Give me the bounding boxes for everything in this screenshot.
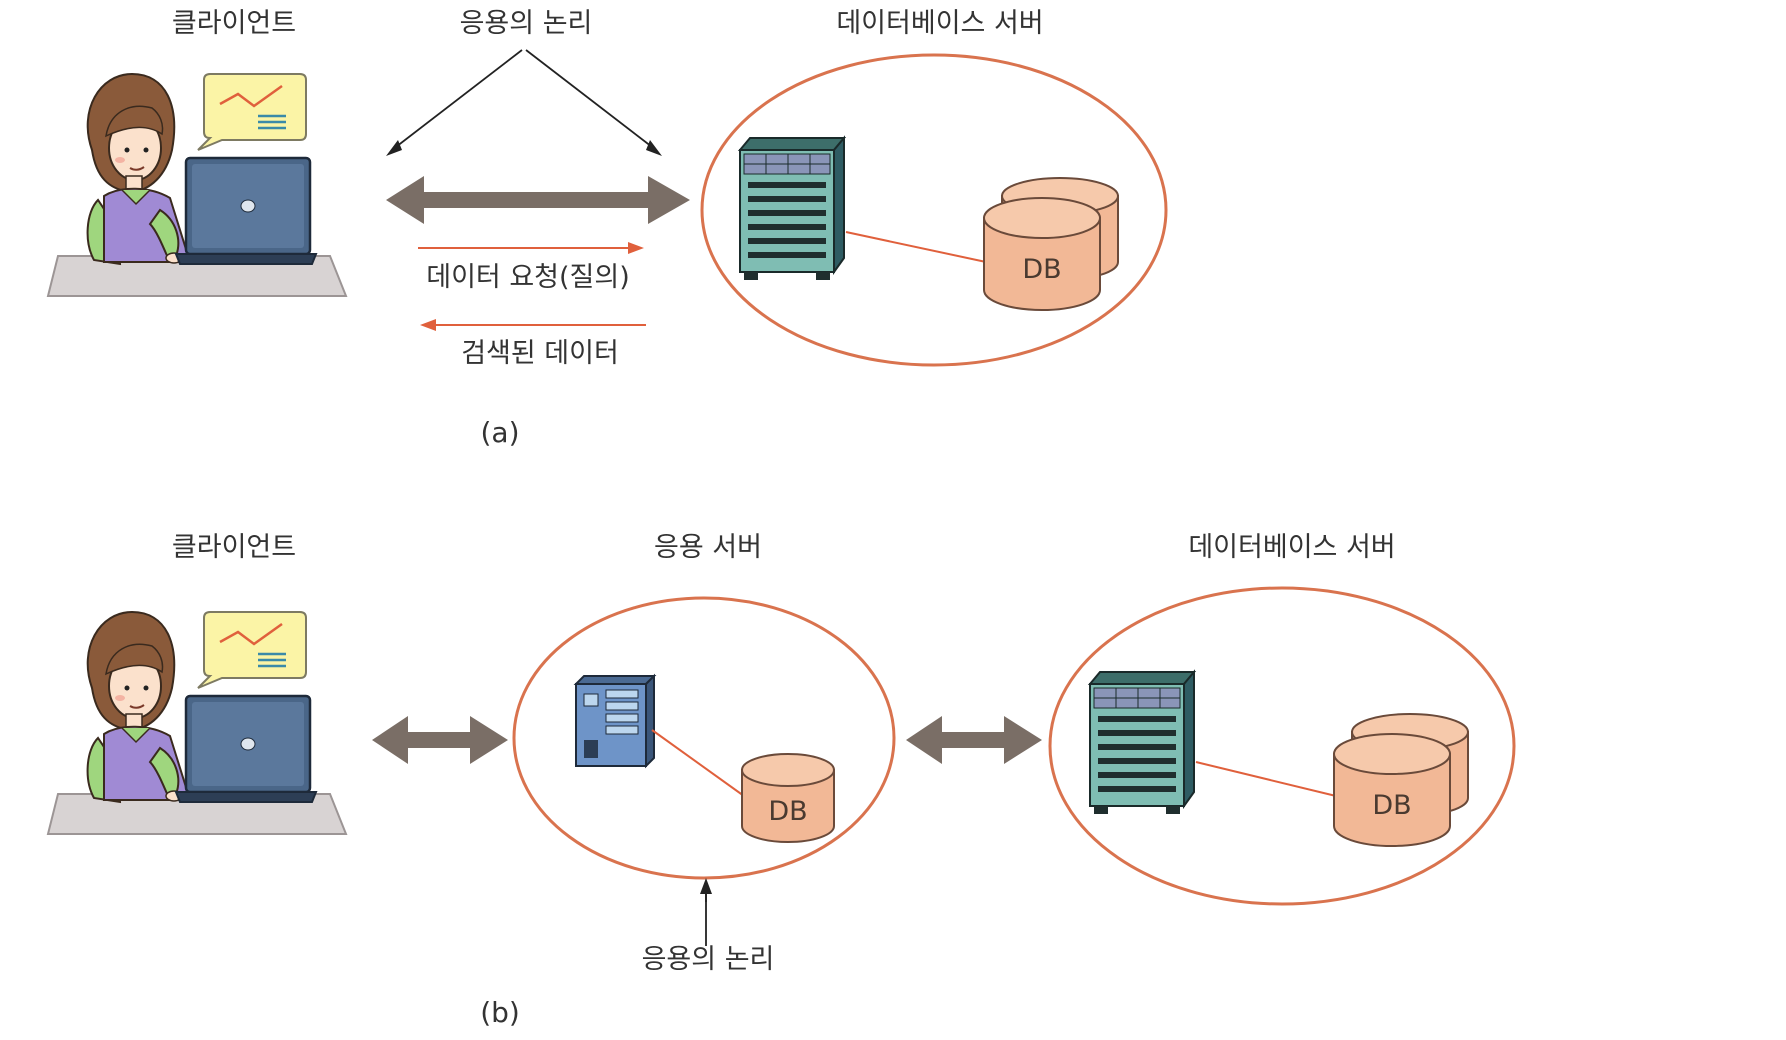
app-server-label: 응용 서버 (654, 532, 762, 563)
client-label-a: 클라이언트 (172, 8, 296, 39)
tower-server-icon (575, 675, 655, 767)
result-arrow-head (420, 319, 436, 331)
request-arrow-head (628, 242, 644, 254)
app-server-db-link (651, 729, 745, 797)
double-arrow-a (386, 176, 690, 224)
double-arrow-b2 (906, 716, 1042, 764)
logic-label-b: 응용의 논리 (642, 944, 775, 975)
logic-pointer-right (525, 49, 657, 151)
db-text-b: DB (1372, 790, 1411, 821)
database-cylinder-icon (741, 753, 835, 843)
logic-pointer-b-head (700, 878, 712, 894)
logic-label-a: 응용의 논리 (460, 8, 593, 39)
result-label: 검색된 데이터 (461, 338, 619, 369)
database-cylinder-icon (983, 177, 1119, 311)
caption-a: (a) (480, 416, 519, 449)
client-person-icon (46, 72, 348, 298)
panel-b: 클라이언트 응용 서버 DB 응용의 논리 데이터베이스 서버 (46, 532, 1516, 1029)
server-db-link-b (1195, 761, 1337, 797)
logic-pointer-left-head (386, 140, 402, 156)
caption-b: (b) (480, 996, 520, 1029)
rack-server-icon (1089, 671, 1195, 815)
db-server-label-a: 데이터베이스 서버 (836, 8, 1043, 39)
logic-pointer-right-head (646, 140, 662, 156)
database-cylinder-icon (1333, 713, 1469, 847)
client-label-b: 클라이언트 (172, 532, 296, 563)
logic-pointer-left (391, 49, 523, 151)
app-server-boundary (512, 596, 896, 880)
db-text-app: DB (768, 796, 807, 827)
db-server-boundary-a (700, 53, 1168, 367)
request-label: 데이터 요청(질의) (426, 262, 630, 293)
client-person-icon (46, 610, 348, 836)
db-server-label-b: 데이터베이스 서버 (1188, 532, 1395, 563)
double-arrow-b1 (372, 716, 508, 764)
db-server-boundary-b (1048, 586, 1516, 906)
panel-a: 클라이언트 응용의 논리 데이터 요청(질의) 검색된 데이터 데이터베이스 서… (46, 8, 1168, 449)
db-text-a: DB (1022, 254, 1061, 285)
rack-server-icon (739, 137, 845, 281)
server-db-link-a (845, 231, 987, 263)
